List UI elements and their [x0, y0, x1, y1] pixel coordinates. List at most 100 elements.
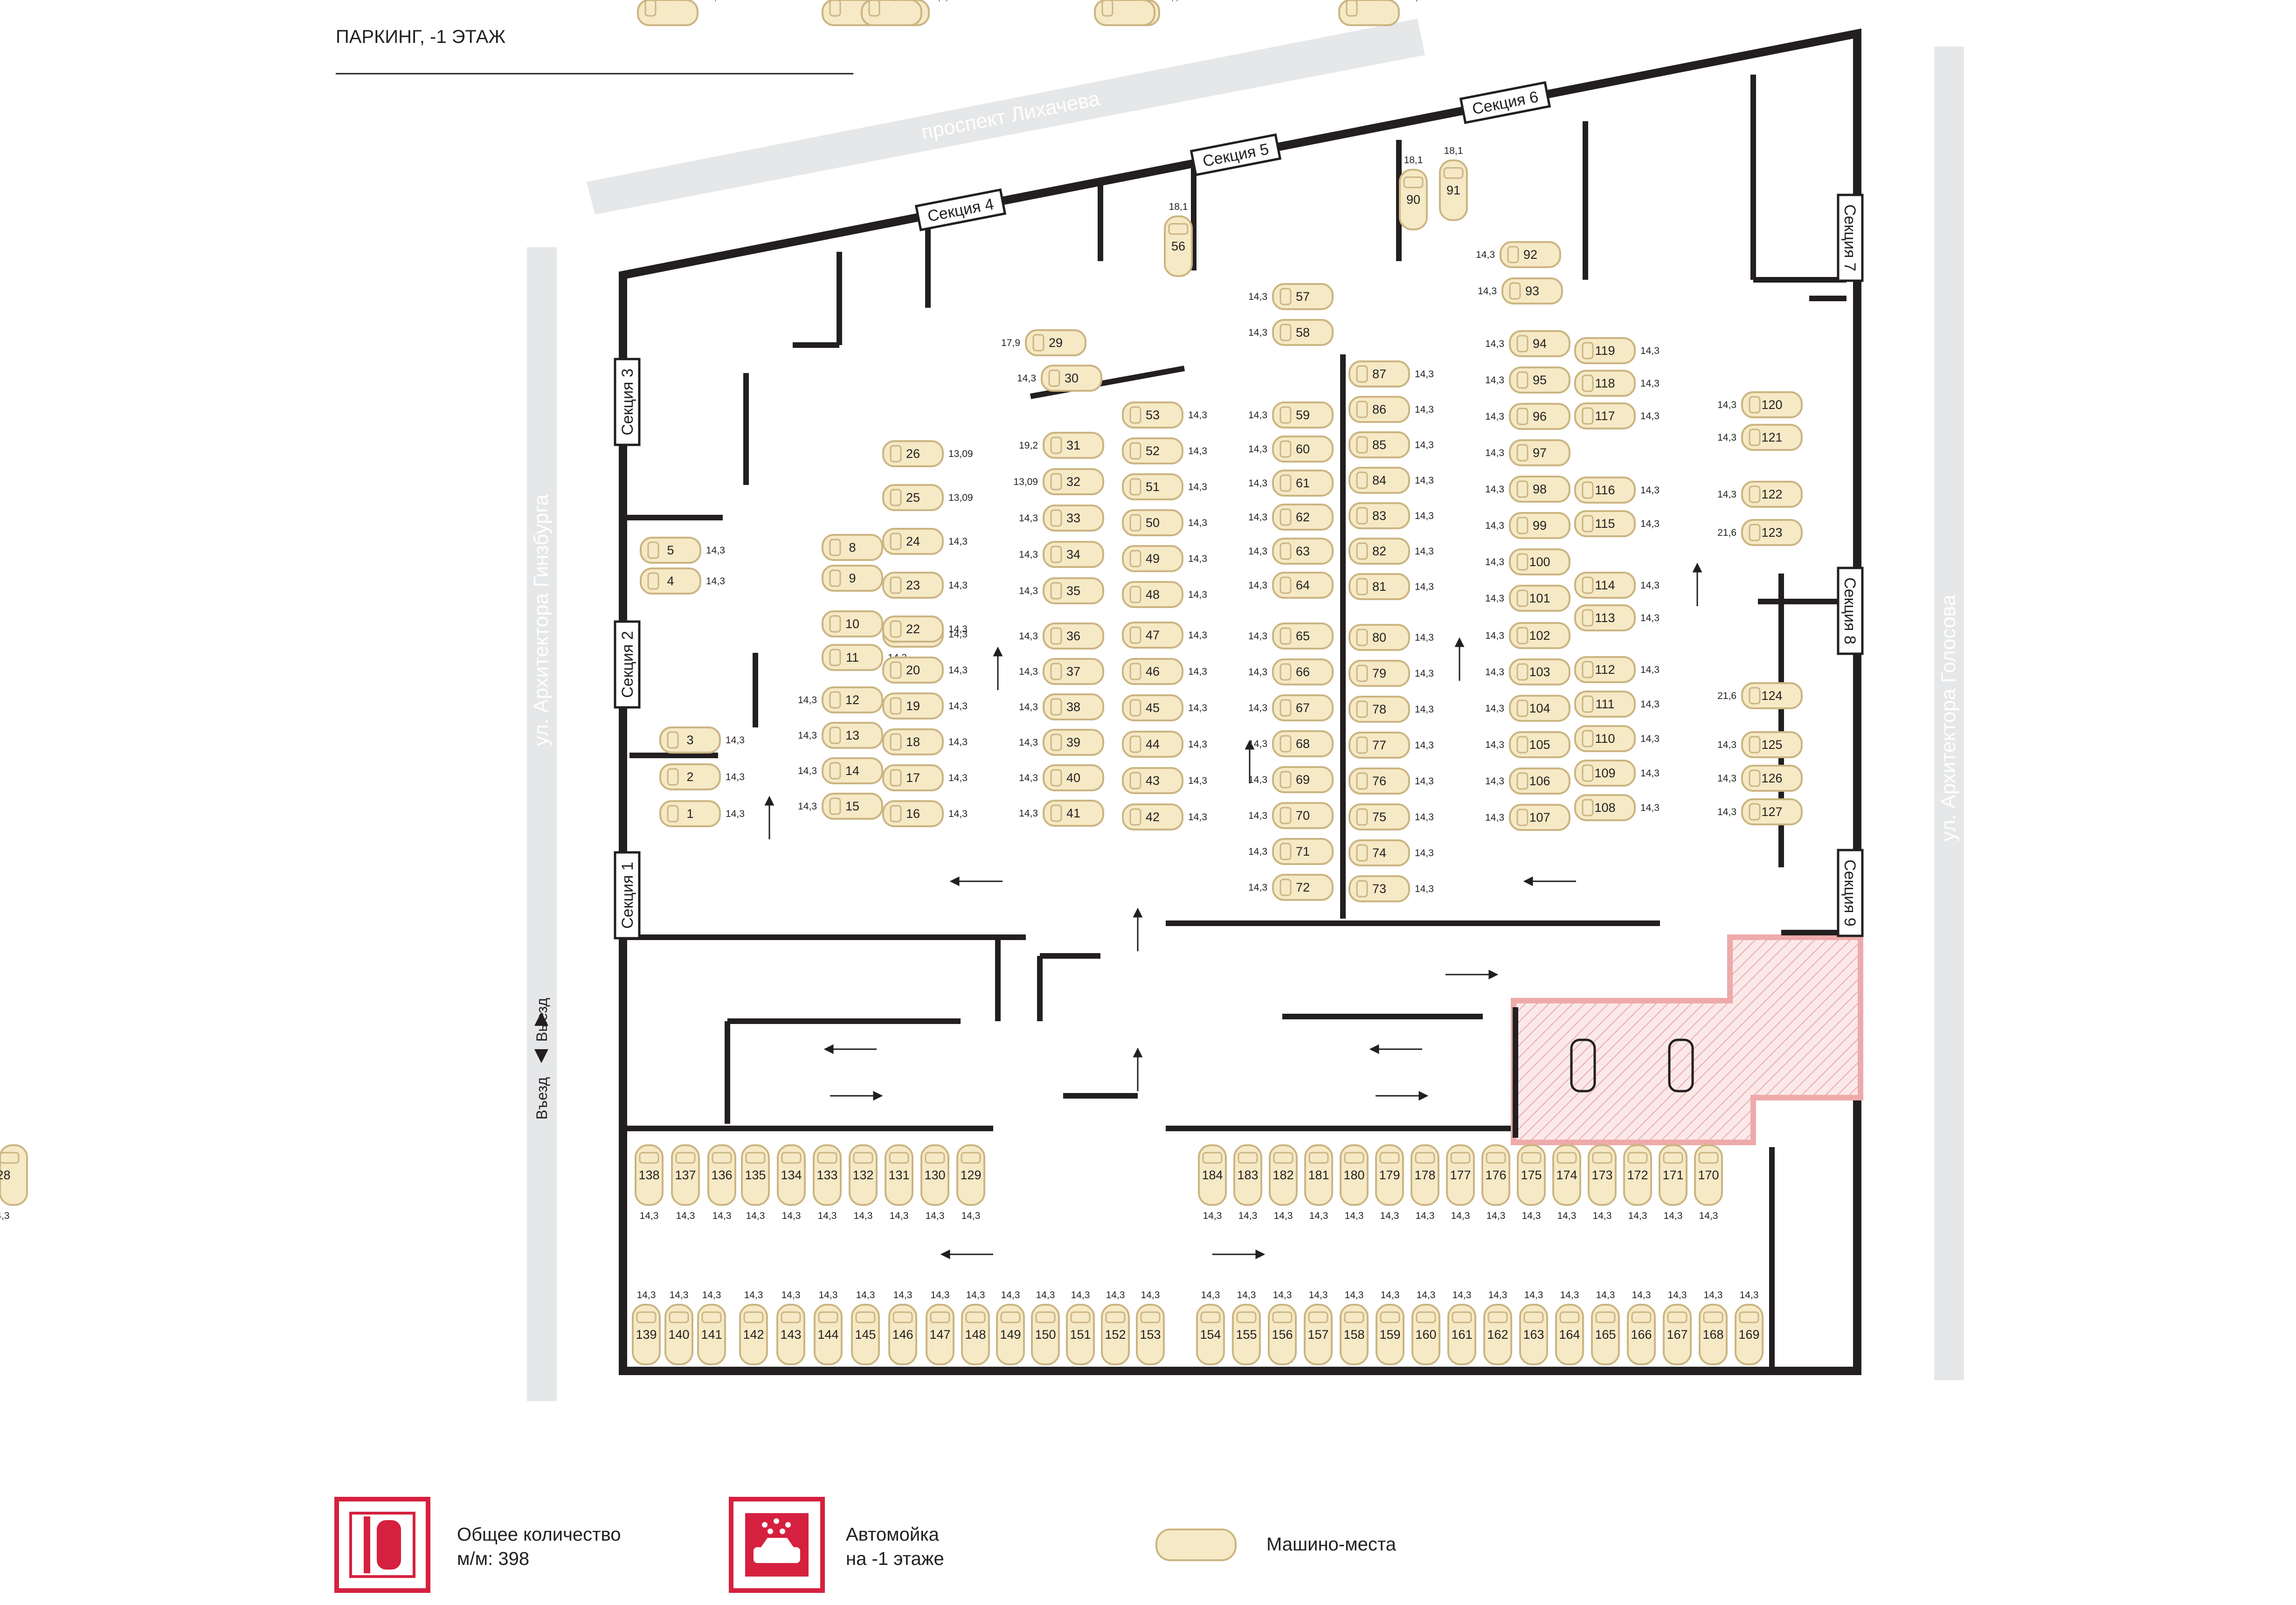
parking-spot[interactable]: 12814,3 [0, 1144, 28, 1221]
parking-spot[interactable]: 8914,3 [1338, 0, 1424, 26]
